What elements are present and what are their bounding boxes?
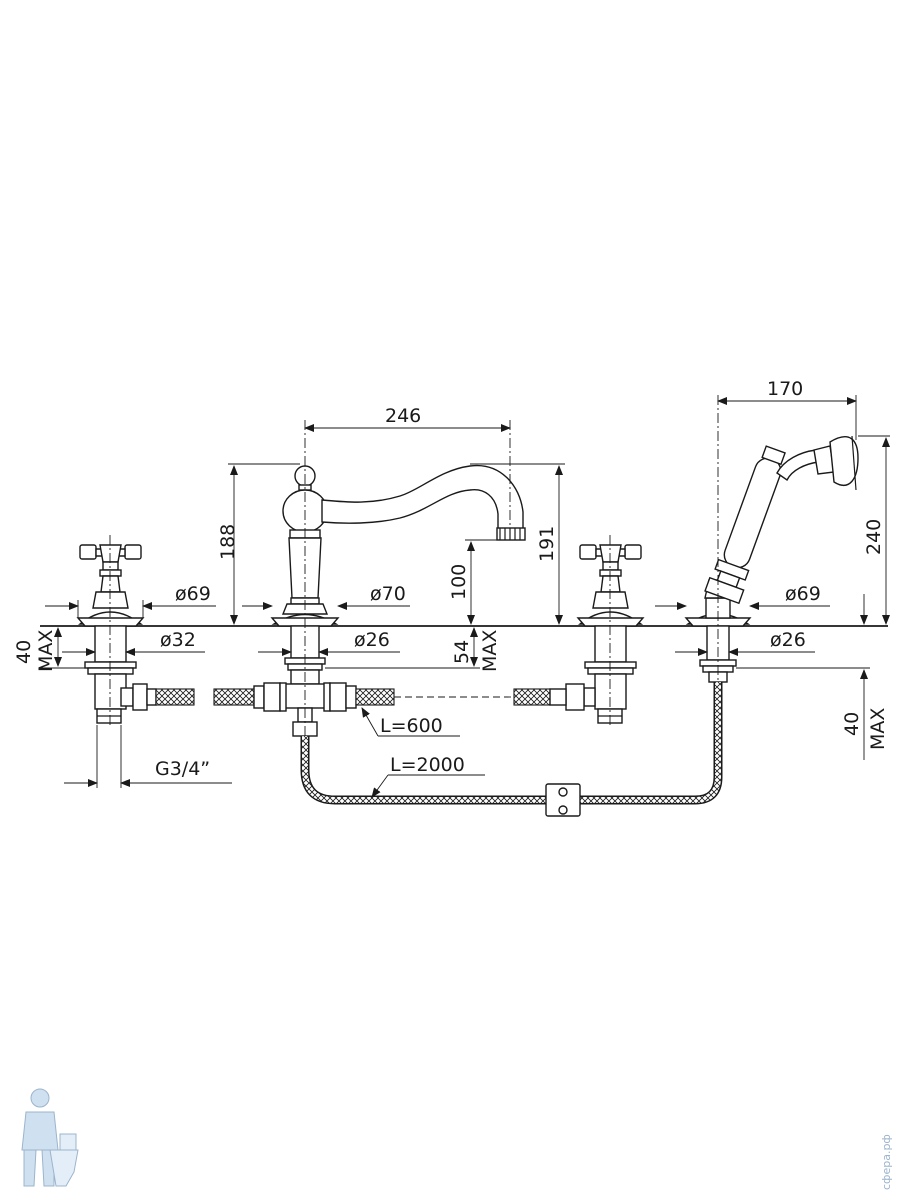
dim-center-shank: ø26 bbox=[354, 629, 390, 651]
right-valve bbox=[549, 535, 645, 725]
dim-spout-outlet-height: 100 bbox=[448, 564, 470, 600]
dim-spout-reach: 246 bbox=[385, 405, 421, 427]
dim-right-rosette: ø69 bbox=[785, 583, 821, 605]
dim-left-deck-max-label: MAX bbox=[35, 630, 57, 672]
center-right-hose bbox=[329, 682, 551, 712]
dim-spout-height: 188 bbox=[217, 524, 239, 560]
dim-deck-max: 54 bbox=[451, 640, 473, 664]
left-valve bbox=[76, 535, 157, 725]
dim-right-deck-max: 40 bbox=[841, 712, 863, 736]
dim-spout-total-height: 191 bbox=[536, 526, 558, 562]
dim-short-hose-length: L=600 bbox=[380, 715, 443, 737]
dim-right-shank: ø26 bbox=[770, 629, 806, 651]
plumber-logo bbox=[21, 1088, 79, 1187]
dim-left-shank: ø32 bbox=[160, 629, 196, 651]
hand-shower bbox=[684, 395, 859, 690]
watermark-site: сфера.рф bbox=[880, 1134, 893, 1190]
dim-left-deck-max: 40 bbox=[13, 640, 35, 664]
dim-deck-max-label: MAX bbox=[479, 630, 501, 672]
long-hose bbox=[300, 682, 723, 817]
dim-center-rosette: ø70 bbox=[370, 583, 406, 605]
left-hose bbox=[155, 682, 281, 712]
dim-handshower-reach: 170 bbox=[767, 378, 803, 400]
dim-right-deck-max-label: MAX bbox=[867, 708, 889, 750]
center-spout bbox=[270, 420, 526, 740]
dim-handshower-height: 240 bbox=[863, 519, 885, 555]
dim-long-hose-length: L=2000 bbox=[390, 754, 465, 776]
dim-thread: G3/4” bbox=[155, 758, 210, 780]
dim-left-rosette: ø69 bbox=[175, 583, 211, 605]
